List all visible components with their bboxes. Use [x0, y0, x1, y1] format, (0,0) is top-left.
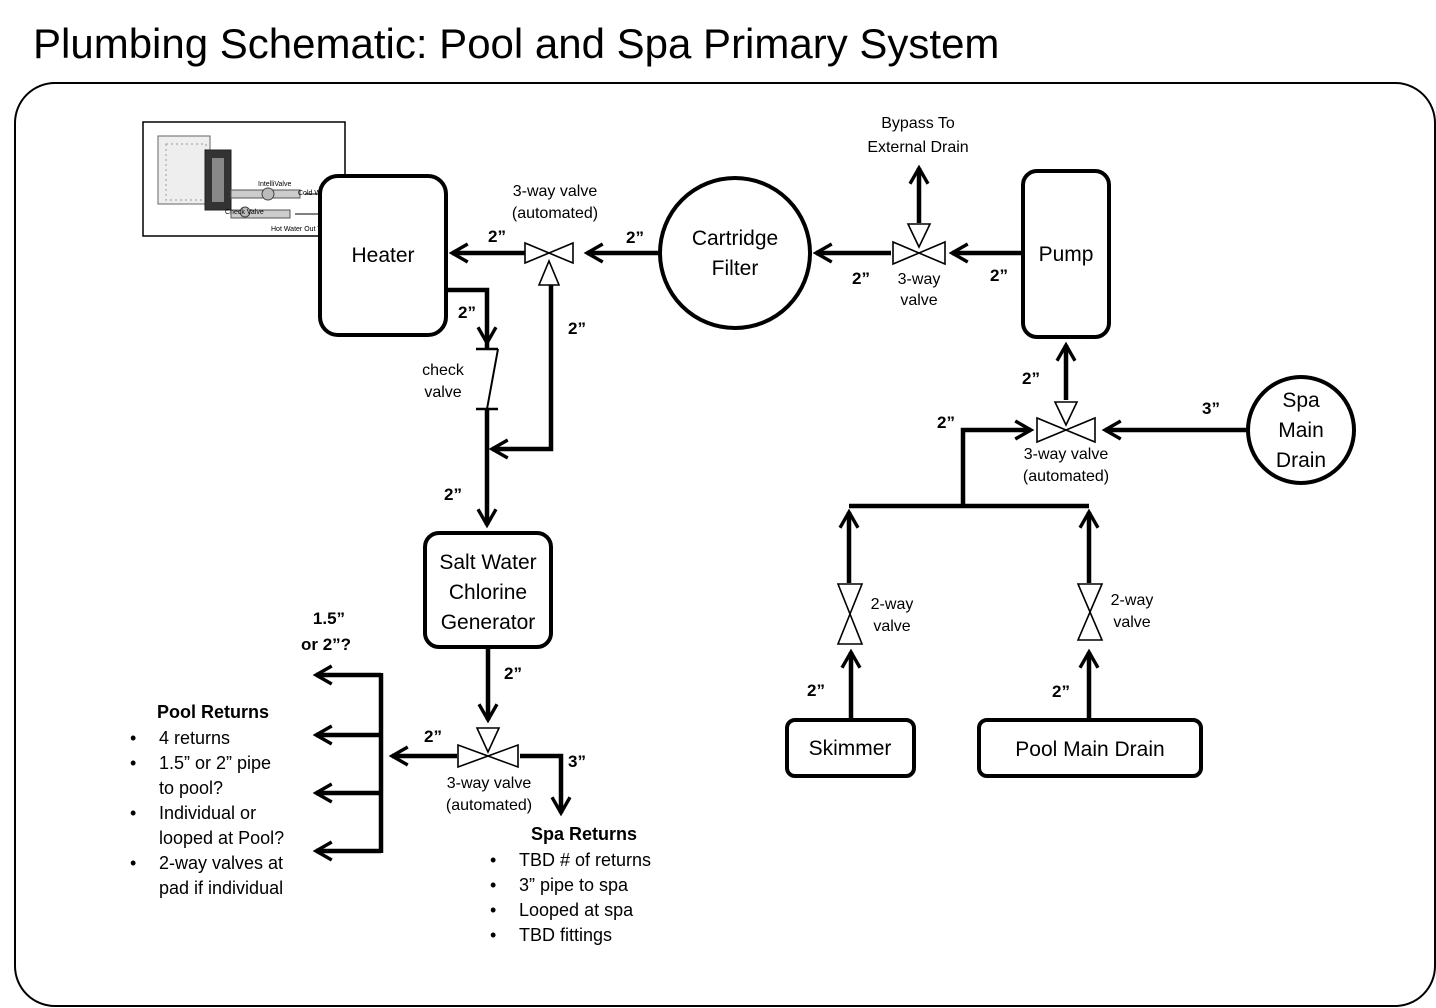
- pump-box: [1021, 169, 1111, 339]
- skimmer-valve-label-1: 2-way: [871, 596, 914, 613]
- pipe-spa-returns: [520, 753, 572, 817]
- photo-label-hot-out: Hot Water Out To Pool: [271, 226, 341, 233]
- bullet: •: [130, 803, 136, 823]
- pool-returns-item: pad if individual: [159, 878, 283, 898]
- pool-returns-item: 2-way valves at: [159, 853, 283, 873]
- check-valve-label-2: valve: [424, 384, 461, 401]
- size-pool-main-drain: 2”: [1052, 682, 1070, 701]
- filter-label-1: Cartridge: [692, 227, 778, 250]
- heater-box: [318, 174, 448, 337]
- pool-main-drain-box: [977, 718, 1203, 778]
- skimmer-box: [785, 718, 916, 778]
- pool-returns-item: looped at Pool?: [159, 828, 284, 848]
- spa-returns-item: 3” pipe to spa: [519, 875, 629, 895]
- pipe-valve-down-branch: [488, 284, 554, 460]
- heater-label: Heater: [351, 244, 414, 267]
- suction-valve-label-1: 3-way valve: [1024, 446, 1109, 463]
- spa-returns-item: TBD fittings: [519, 925, 612, 945]
- suction-valve-label-2: (automated): [1023, 468, 1109, 485]
- pool-returns-item: Individual or: [159, 803, 256, 823]
- size-pump-out: 2”: [990, 266, 1008, 285]
- size-spa-drain: 3”: [1202, 399, 1220, 418]
- returns-valve-label-2: (automated): [446, 797, 532, 814]
- pool-returns-list: • 4 returns • 1.5” or 2” pipe to pool? •…: [130, 728, 284, 898]
- size-generator-out: 2”: [504, 664, 522, 683]
- returns-3way-valve: [457, 727, 519, 769]
- cartridge-filter-circle: [658, 176, 812, 330]
- spa-returns-list: • TBD # of returns • 3” pipe to spa • Lo…: [490, 850, 651, 945]
- check-valve-label-1: check: [422, 362, 465, 379]
- size-heater-to-valve: 2”: [488, 227, 506, 246]
- generator-label-3: Generator: [441, 611, 536, 634]
- maindrain-valve-label-1: 2-way: [1111, 592, 1154, 609]
- photo-label-check-valve: Check Valve: [225, 209, 264, 216]
- size-spa-returns: 3”: [568, 752, 586, 771]
- bullet: •: [490, 875, 496, 895]
- spa-returns-item: TBD # of returns: [519, 850, 651, 870]
- size-pool-question-1: 1.5”: [313, 609, 345, 628]
- bullet: •: [490, 925, 496, 945]
- bypass-label-2: External Drain: [867, 139, 968, 156]
- pipe-pool-suction-to-valve: [960, 419, 1035, 506]
- spa-drain-label-1: Spa: [1282, 389, 1320, 412]
- size-heater-out: 2”: [458, 303, 476, 322]
- spa-drain-label-2: Main: [1278, 419, 1324, 442]
- pool-returns-item: 4 returns: [159, 728, 230, 748]
- spa-drain-label-3: Drain: [1276, 449, 1326, 472]
- check-valve-symbol: [476, 343, 499, 411]
- bypass-label-1: Bypass To: [881, 115, 955, 132]
- pool-returns-heading: Pool Returns: [157, 702, 269, 722]
- size-valve-down: 2”: [568, 319, 586, 338]
- bypass-valve-label-1: 3-way: [898, 271, 941, 288]
- size-pool-returns: 2”: [424, 727, 442, 746]
- pipe-heater-to-check: [446, 287, 498, 347]
- maindrain-2way-valve: [1076, 583, 1104, 641]
- pump-label: Pump: [1039, 243, 1094, 266]
- pool-returns-item: to pool?: [159, 778, 223, 798]
- generator-label-1: Salt Water: [439, 551, 536, 574]
- bullet: •: [490, 850, 496, 870]
- size-pump-in: 2”: [1022, 369, 1040, 388]
- salt-chlorine-generator-box: [423, 531, 553, 649]
- suction-3way-valve: [1036, 401, 1096, 444]
- heater-valve-label-1: 3-way valve: [513, 183, 598, 200]
- skimmer-valve-label-2: valve: [873, 618, 910, 635]
- bypass-valve-label-2: valve: [900, 292, 937, 309]
- size-pool-suction: 2”: [937, 413, 955, 432]
- bullet: •: [490, 900, 496, 920]
- filter-label-2: Filter: [712, 257, 759, 280]
- bullet: •: [130, 853, 136, 873]
- heater-valve-label-2: (automated): [512, 205, 598, 222]
- pool-main-drain-label: Pool Main Drain: [1015, 738, 1164, 761]
- size-to-generator: 2”: [444, 485, 462, 504]
- generator-label-2: Chlorine: [449, 581, 527, 604]
- size-skimmer: 2”: [807, 681, 825, 700]
- heater-3way-valve: [524, 241, 574, 286]
- returns-valve-label-1: 3-way valve: [447, 775, 532, 792]
- bullet: •: [130, 753, 136, 773]
- photo-label-intellivalve: IntelliValve: [258, 181, 291, 188]
- page-title: Plumbing Schematic: Pool and Spa Primary…: [33, 20, 1000, 67]
- pool-returns-item: 1.5” or 2” pipe: [159, 753, 271, 773]
- skimmer-label: Skimmer: [809, 737, 892, 760]
- skimmer-2way-valve: [836, 583, 864, 645]
- maindrain-valve-label-2: valve: [1113, 614, 1150, 631]
- bullet: •: [130, 728, 136, 748]
- diagram-frame: [14, 82, 1436, 1007]
- size-pool-question-2: or 2”?: [301, 635, 351, 654]
- bypass-3way-valve: [892, 223, 946, 266]
- heater-photo: IntelliValve Cold Water In Check Valve H…: [142, 121, 346, 237]
- spa-returns-item: Looped at spa: [519, 900, 634, 920]
- size-filter-in: 2”: [852, 269, 870, 288]
- size-filter-to-valve: 2”: [626, 228, 644, 247]
- spa-returns-heading: Spa Returns: [531, 824, 637, 844]
